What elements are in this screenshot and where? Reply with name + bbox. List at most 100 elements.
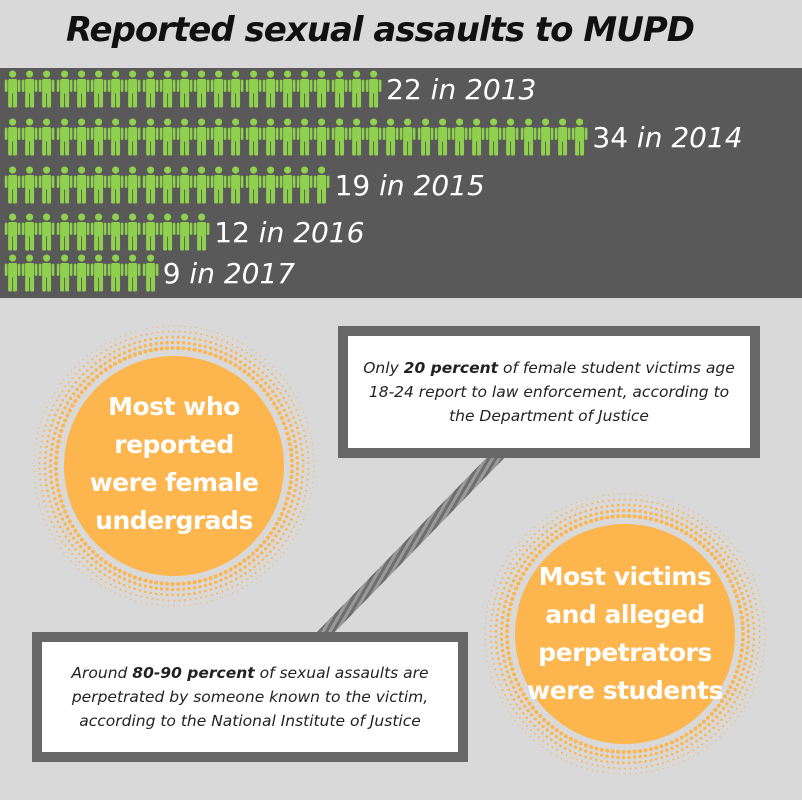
- halftone-dot: [602, 765, 605, 768]
- halftone-dot: [90, 563, 93, 567]
- halftone-dot: [162, 599, 164, 601]
- halftone-dot: [246, 372, 251, 377]
- halftone-dot: [594, 758, 598, 762]
- halftone-dot: [748, 599, 752, 603]
- halftone-dot: [234, 351, 238, 355]
- halftone-dot: [629, 493, 632, 495]
- halftone-dot: [138, 345, 142, 349]
- halftone-dot: [46, 419, 49, 422]
- halftone-dot: [265, 374, 268, 378]
- halftone-dot: [298, 401, 300, 404]
- halftone-dot: [123, 345, 126, 349]
- person-icon: [4, 213, 21, 251]
- halftone-dot: [605, 510, 609, 514]
- halftone-dot: [72, 392, 76, 396]
- halftone-dot: [550, 731, 554, 736]
- halftone-dot: [677, 509, 680, 512]
- halftone-dot: [602, 500, 605, 503]
- halftone-dot: [573, 745, 578, 749]
- halftone-dot: [44, 411, 46, 414]
- halftone-dot: [621, 508, 626, 513]
- halftone-dot: [311, 443, 313, 445]
- halftone-dot: [718, 536, 721, 539]
- halftone-dot: [208, 346, 213, 350]
- halftone-dot: [133, 581, 137, 585]
- halftone-dot: [56, 421, 60, 425]
- halftone-dot: [710, 529, 712, 532]
- halftone-dot: [723, 732, 725, 734]
- halftone-dot: [162, 325, 164, 328]
- halftone-dot: [752, 643, 755, 647]
- halftone-dot: [627, 514, 632, 519]
- halftone-dot: [643, 748, 648, 753]
- halftone-dot: [725, 689, 730, 694]
- halftone-dot: [610, 749, 615, 754]
- halftone-dot: [733, 576, 737, 580]
- halftone-dot: [58, 535, 61, 538]
- halftone-dot: [214, 580, 218, 584]
- halftone-dot: [757, 652, 760, 655]
- halftone-dot: [67, 519, 72, 524]
- person-icon: [468, 118, 485, 156]
- halftone-dot: [537, 543, 541, 547]
- halftone-dot: [560, 508, 563, 510]
- halftone-dot: [46, 524, 48, 526]
- halftone-dot: [672, 502, 675, 504]
- halftone-dot: [645, 500, 648, 503]
- halftone-dot: [757, 646, 760, 649]
- halftone-dot: [594, 506, 598, 510]
- halftone-dot: [192, 586, 197, 590]
- halftone-dot: [763, 644, 766, 646]
- person-icon: [451, 118, 468, 156]
- halftone-dot: [105, 581, 107, 583]
- halftone-dot: [732, 553, 735, 556]
- halftone-dot: [95, 553, 100, 558]
- halftone-dot: [295, 472, 299, 476]
- halftone-dot: [736, 569, 739, 572]
- halftone-dot: [529, 729, 532, 732]
- halftone-dot: [556, 517, 558, 519]
- halftone-dot: [51, 491, 56, 495]
- halftone-dot: [730, 724, 733, 726]
- halftone-dot: [297, 515, 300, 518]
- halftone-dot: [716, 703, 721, 708]
- halftone-dot: [246, 346, 248, 348]
- halftone-dot: [49, 475, 53, 479]
- halftone-dot: [504, 664, 508, 669]
- halftone-dot: [635, 772, 637, 775]
- halftone-dot: [500, 615, 505, 620]
- halftone-dot: [657, 769, 659, 771]
- halftone-dot: [127, 573, 132, 578]
- halftone-dot: [282, 520, 286, 524]
- halftone-dot: [119, 588, 122, 591]
- halftone-dot: [261, 558, 265, 561]
- halftone-dot: [578, 522, 583, 527]
- halftone-dot: [706, 520, 708, 522]
- people-group: [4, 118, 588, 156]
- halftone-dot: [44, 505, 47, 508]
- halftone-dot: [753, 686, 755, 689]
- halftone-dot: [57, 493, 62, 498]
- halftone-dot: [95, 581, 97, 584]
- halftone-dot: [87, 382, 92, 387]
- halftone-dot: [213, 574, 218, 579]
- person-icon: [90, 166, 107, 204]
- halftone-dot: [589, 751, 593, 755]
- halftone-dot: [741, 698, 744, 701]
- person-icon: [211, 70, 227, 108]
- halftone-dot: [277, 411, 282, 416]
- halftone-dot: [74, 548, 78, 551]
- halftone-dot: [618, 773, 621, 775]
- halftone-dot: [677, 504, 680, 506]
- halftone-dot: [509, 584, 513, 588]
- halftone-dot: [209, 341, 212, 344]
- halftone-dot: [559, 737, 563, 742]
- halftone-dot: [294, 421, 297, 425]
- halftone-dot: [675, 520, 679, 524]
- halftone-dot: [38, 427, 40, 429]
- person-icon: [90, 118, 107, 156]
- person-icon: [520, 118, 537, 156]
- halftone-dot: [313, 465, 315, 467]
- row-label: 34 in 2014: [592, 121, 742, 154]
- halftone-dot: [680, 748, 684, 751]
